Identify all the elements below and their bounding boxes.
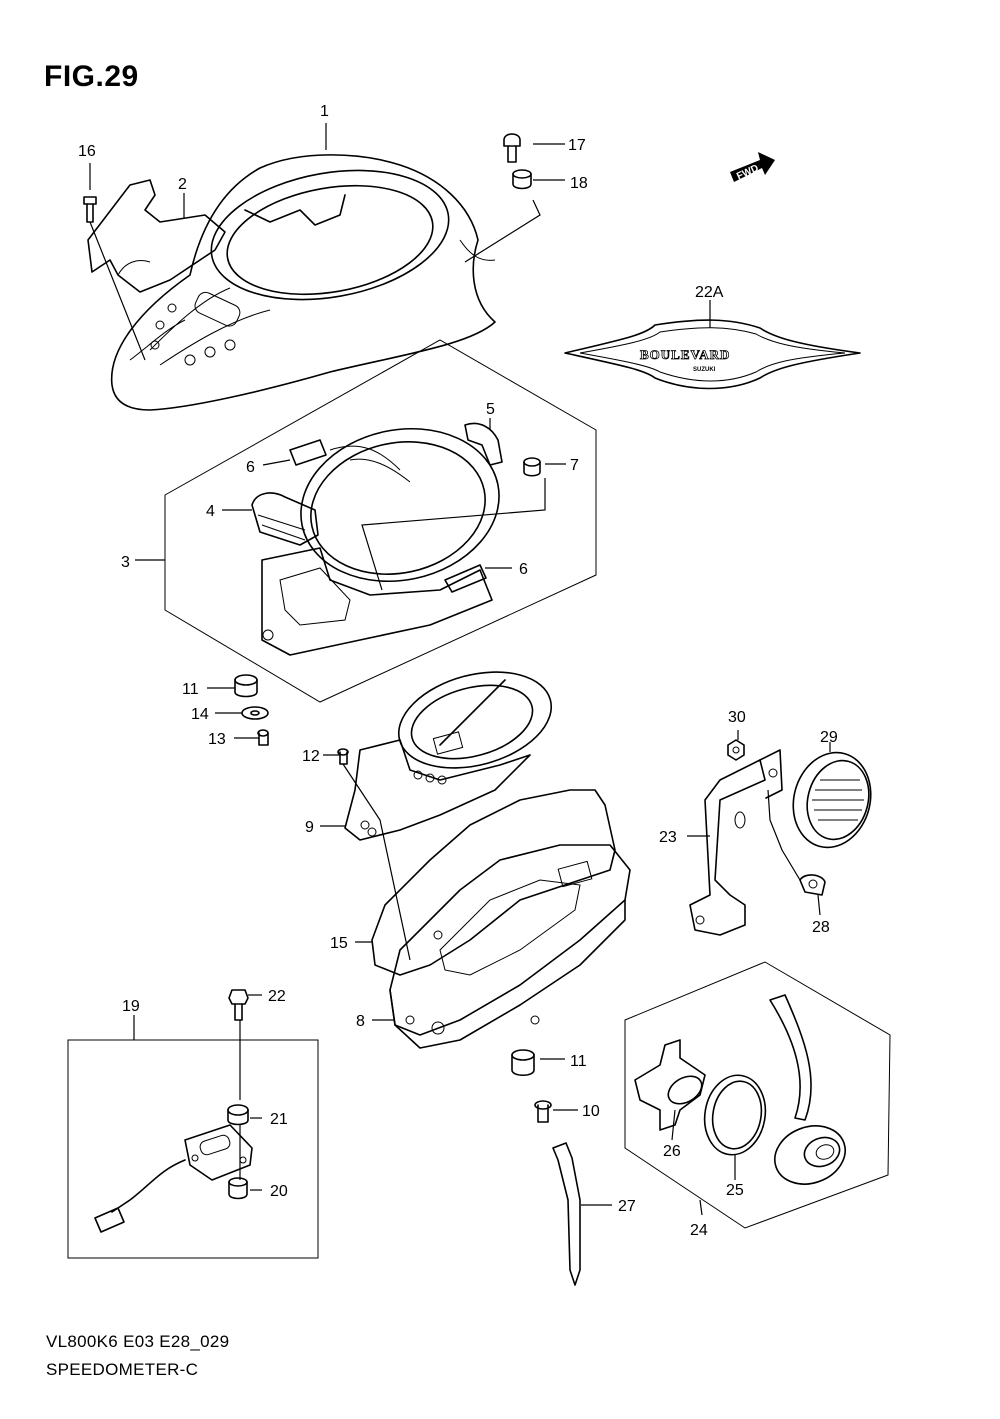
callout-17: 17 [568,137,586,154]
bolt-part-22 [228,989,249,1021]
callout-20: 20 [270,1183,288,1200]
speedometer-part-9 [344,671,553,841]
screw-part-18 [512,169,532,190]
forward-direction-arrow: FWD [730,152,775,182]
clip-part-28 [799,874,826,896]
group-boundary-part-19 [67,1039,319,1259]
callout-30: 30 [728,709,746,726]
washer-part-14 [241,706,269,720]
meter-case-part-3 [261,427,500,656]
callout-24: 24 [690,1222,708,1239]
callout-9: 9 [305,819,314,836]
bracket-part-23 [689,749,783,936]
model-code: VL800K6 E03 E28_029 [46,1332,230,1351]
adapter-part-26 [634,1039,706,1131]
svg-text:BOULEVARD: BOULEVARD [640,347,730,362]
callout-21: 21 [270,1111,288,1128]
bracket-part-2 [87,179,226,293]
callout-10: 10 [582,1103,600,1120]
cable-tie-part-27 [552,1142,581,1286]
callout-15: 15 [330,935,348,952]
screw-part-17 [503,133,521,163]
reflector-part-29 [792,751,872,849]
group-boundary-part-3 [164,339,597,703]
callout-28: 28 [812,919,830,936]
grommet-part-11-lower [511,1049,535,1077]
callout-11-lower: 11 [570,1053,587,1070]
callout-18: 18 [570,175,588,192]
callout-22a: 22A [695,284,724,301]
lower-case-part-8 [389,844,631,1049]
callout-11-upper: 11 [182,681,199,698]
callout-12: 12 [302,748,320,765]
cap-part-4 [251,492,319,546]
bolt-part-10 [534,1100,552,1123]
callout-19: 19 [122,998,140,1015]
boulevard-emblem-part-22a: BOULEVARD SUZUKI [564,319,861,390]
sensor-housing-part-24 [769,994,846,1185]
ring-part-25 [703,1074,767,1156]
callout-3: 3 [121,554,130,571]
callout-2: 2 [178,176,187,193]
screw-part-13 [257,729,269,746]
callout-25: 25 [726,1182,744,1199]
grommet-part-20 [228,1177,248,1200]
callout-22: 22 [268,988,286,1005]
pad-part-6-upper [289,439,327,466]
nut-part-30 [727,739,745,761]
pad-part-6-lower [444,564,487,593]
callout-7: 7 [570,457,579,474]
leader-lines [89,123,831,1216]
collar-part-21 [227,1104,249,1126]
plug-part-7 [523,457,541,477]
figure-title: FIG.29 [44,60,139,93]
screw-part-16 [83,196,97,223]
callout-8: 8 [356,1013,365,1030]
figure-name: SPEEDOMETER-C [46,1360,199,1379]
callout-27: 27 [618,1198,636,1215]
callout-4: 4 [206,503,215,520]
callout-29: 29 [820,729,838,746]
callout-labels: 1 2 3 4 5 6 6 7 8 9 10 11 11 12 13 14 15… [78,103,838,1239]
callout-13: 13 [208,731,226,748]
grommet-part-11-upper [234,674,258,698]
svg-text:FWD: FWD [735,163,760,183]
callout-6-lower: 6 [519,561,528,578]
screw-part-12 [337,748,349,765]
group-boundary-part-24 [624,961,891,1229]
svg-text:SUZUKI: SUZUKI [693,367,716,373]
pad-part-5 [464,422,503,466]
callout-1: 1 [320,103,329,120]
sensor-part-19 [94,1124,253,1233]
callout-14: 14 [191,706,209,723]
callout-16: 16 [78,143,96,160]
callout-26: 26 [663,1143,681,1160]
meter-cover-part-1 [110,154,496,411]
callout-6-upper: 6 [246,459,255,476]
callout-23: 23 [659,829,677,846]
callout-5: 5 [486,401,495,418]
